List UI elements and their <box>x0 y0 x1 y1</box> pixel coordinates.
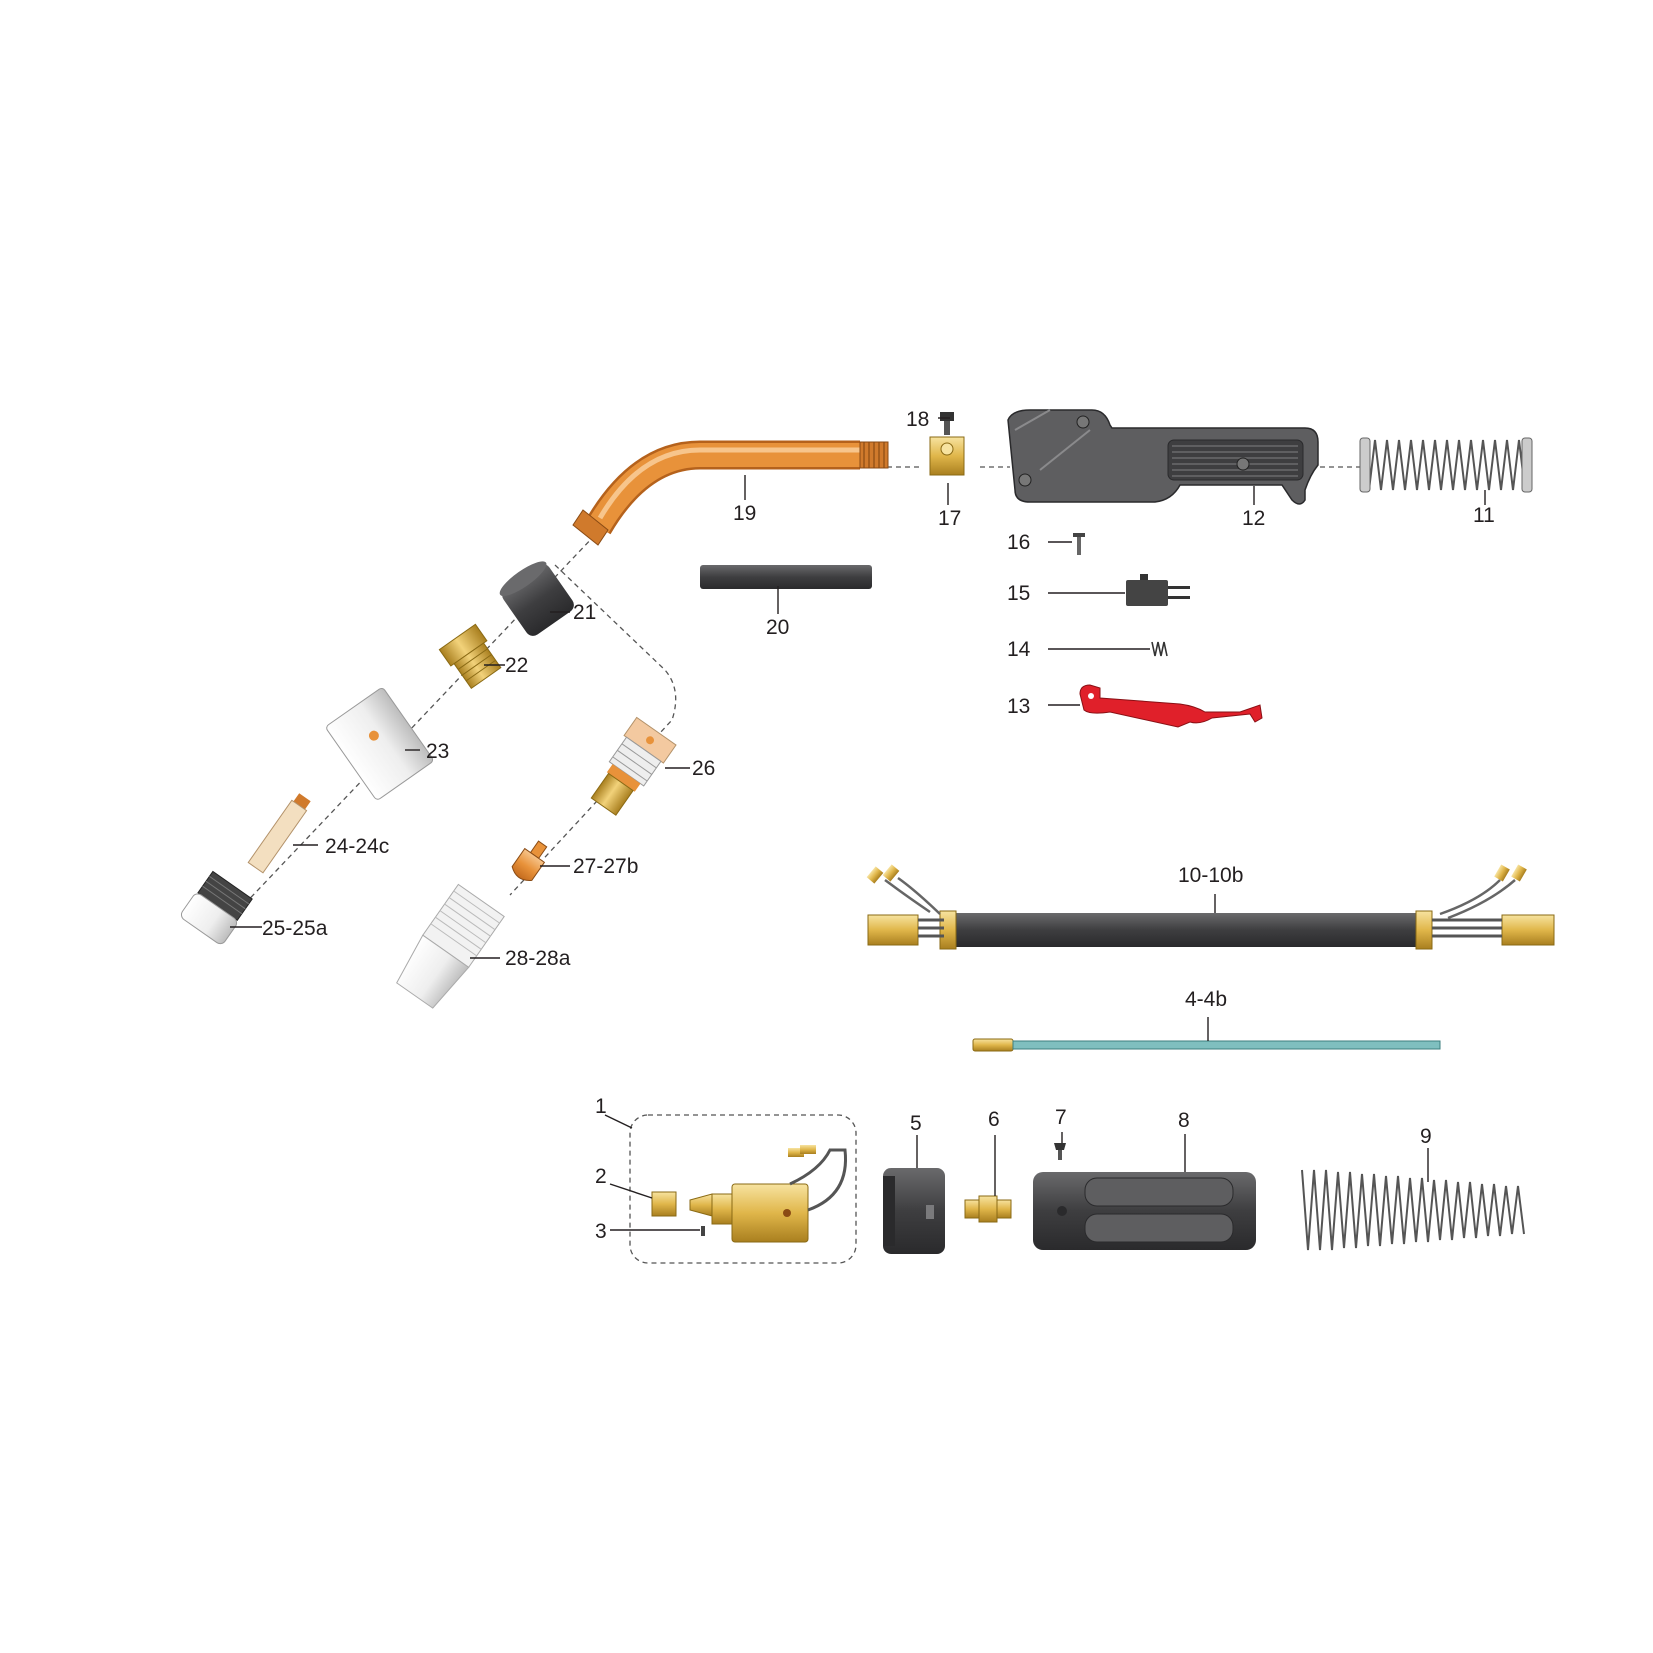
handle-part <box>1007 409 1319 505</box>
callout-26: 26 <box>692 757 715 780</box>
gas-diffuser-insulator-part <box>499 561 574 636</box>
callout-1: 1 <box>595 1095 607 1118</box>
set-screw-part <box>940 412 954 435</box>
callout-22: 22 <box>505 654 528 677</box>
callout-20: 20 <box>766 616 789 639</box>
gas-diffuser-adapter-part <box>438 623 502 689</box>
callout-7: 7 <box>1055 1106 1067 1129</box>
trigger-spring-part <box>1151 641 1168 657</box>
callout-27-27b: 27-27b <box>573 855 638 878</box>
heat-shrink-sleeve-part <box>700 565 872 589</box>
callout-8: 8 <box>1178 1109 1190 1132</box>
callout-10-10b: 10-10b <box>1178 864 1243 887</box>
strain-relief-spring-part <box>1301 1169 1525 1251</box>
insulator-tube-part <box>326 687 434 800</box>
callout-3: 3 <box>595 1220 607 1243</box>
micro-switch-part <box>1126 574 1190 606</box>
gas-diffuser-part <box>590 716 677 816</box>
nozzle-part <box>396 883 505 1009</box>
connector-nut-part <box>883 1168 945 1254</box>
callout-12: 12 <box>1242 507 1265 530</box>
gooseneck-part <box>572 440 889 546</box>
gooseneck-clamp-block-part <box>929 436 965 476</box>
rear-connector-body-part <box>689 1145 848 1243</box>
power-pin-part <box>651 1191 677 1217</box>
wire-liner-part <box>972 1038 1441 1052</box>
callout-15: 15 <box>1007 582 1030 605</box>
trigger-part <box>1079 684 1263 728</box>
handle-screw-part <box>1054 1143 1066 1160</box>
callout-23: 23 <box>426 740 449 763</box>
trigger-pin-part <box>1073 533 1085 555</box>
threaded-insert-part <box>180 870 253 945</box>
callout-4-4b: 4-4b <box>1185 988 1227 1011</box>
leader-lines <box>230 417 1486 1231</box>
callout-11: 11 <box>1473 504 1495 527</box>
o-ring-part <box>701 1226 705 1236</box>
handle-spring-part <box>1359 437 1533 493</box>
callout-14: 14 <box>1007 638 1031 661</box>
callout-labels: 1 2 3 4-4b 5 6 7 8 9 10-10b 11 12 13 14 … <box>262 408 1495 1243</box>
callout-13: 13 <box>1007 695 1030 718</box>
callout-28-28a: 28-28a <box>505 947 571 970</box>
callout-21: 21 <box>573 601 596 624</box>
callout-25-25a: 25-25a <box>262 917 328 940</box>
adapter-fitting-part <box>964 1195 1012 1223</box>
callout-5: 5 <box>910 1112 922 1135</box>
power-cable-part <box>866 864 1555 950</box>
contact-tip-part <box>511 840 548 881</box>
callout-24-24c: 24-24c <box>325 835 389 858</box>
callout-9: 9 <box>1420 1125 1432 1148</box>
callout-18: 18 <box>906 408 929 431</box>
callout-17: 17 <box>938 507 961 530</box>
callout-19: 19 <box>733 502 756 525</box>
contact-tube-part <box>247 793 311 874</box>
callout-2: 2 <box>595 1165 607 1188</box>
callout-6: 6 <box>988 1108 1000 1131</box>
rear-handle-part <box>1033 1172 1256 1250</box>
callout-16: 16 <box>1007 531 1030 554</box>
